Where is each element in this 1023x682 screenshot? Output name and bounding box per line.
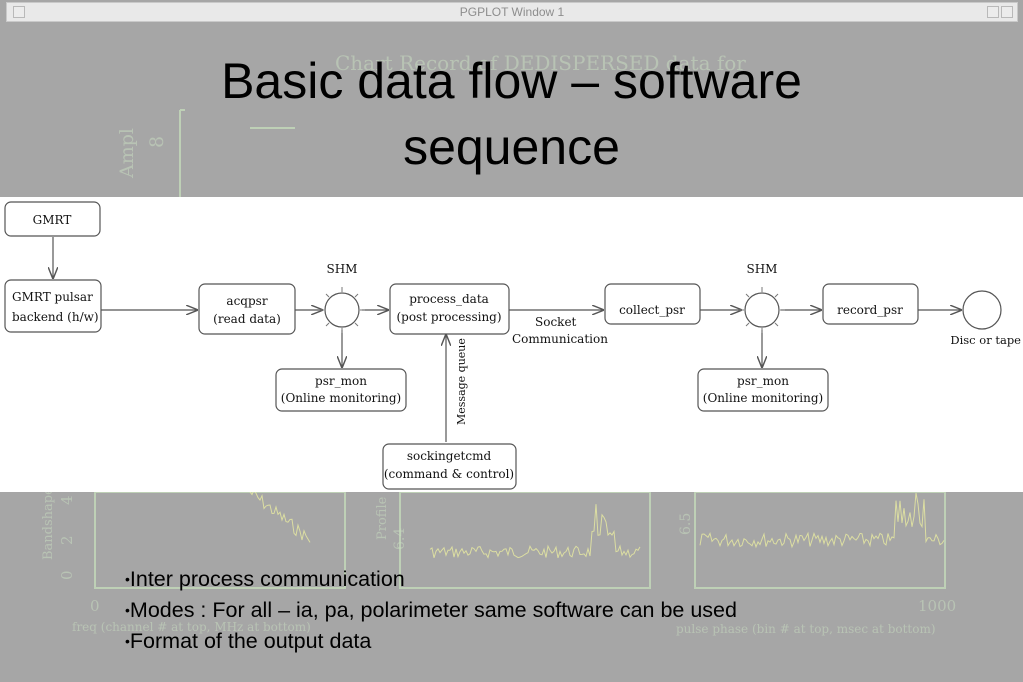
shm-left-node bbox=[319, 287, 365, 333]
gmrt-label: GMRT bbox=[33, 213, 72, 227]
bullet-list: •Inter process communication •Modes : Fo… bbox=[125, 564, 737, 657]
bg-ampl-tick: 8 bbox=[146, 136, 168, 148]
sockinget-label-2: (command & control) bbox=[384, 467, 514, 481]
sockinget-label-1: sockingetcmd bbox=[407, 449, 492, 463]
psrmon-right-label-2: (Online monitoring) bbox=[703, 391, 823, 405]
bg-profile-tick: 6.4 bbox=[392, 528, 408, 550]
socket-label-1: Socket bbox=[535, 315, 577, 329]
psrmon-left-label-1: psr_mon bbox=[315, 374, 367, 388]
bullet-text: Format of the output data bbox=[129, 629, 372, 653]
backend-box bbox=[4, 279, 102, 333]
profile2-trace bbox=[699, 492, 945, 549]
window-minimize-button[interactable] bbox=[987, 6, 999, 18]
psrmon-left-box bbox=[275, 368, 407, 412]
profile2-frame bbox=[694, 491, 946, 589]
bg-pulse-x-tick: 1000 bbox=[918, 597, 956, 615]
bg-profile2-tick: 6.5 bbox=[678, 513, 694, 535]
bullet-item: •Modes : For all – ia, pa, polarimeter s… bbox=[125, 595, 737, 626]
bullet-item: •Inter process communication bbox=[125, 564, 737, 595]
bg-chart-title: Chart Record of DEDISPERSED data for bbox=[335, 51, 746, 75]
slide-title-line-1: Basic data flow – software bbox=[221, 53, 802, 109]
backend-label-2: backend (h/w) bbox=[12, 310, 99, 324]
psrmon-right-box bbox=[697, 368, 829, 412]
bg-bandshape-label: Bandshape bbox=[41, 487, 56, 560]
bg-freq-xlabel: freq (channel # at top, MHz at bottom) bbox=[72, 620, 311, 634]
collect-label: collect_psr bbox=[619, 303, 685, 317]
pgplot-window-titlebar: PGPLOT Window 1 bbox=[6, 2, 1018, 22]
slide-title: Basic data flow – software sequence bbox=[0, 48, 1023, 180]
process-box bbox=[389, 283, 510, 335]
process-label-1: process_data bbox=[409, 292, 489, 306]
bandshape-frame bbox=[94, 491, 346, 589]
bg-bandshape-tick-4: 4 bbox=[58, 495, 76, 505]
bg-bandshape-tick-0: 0 bbox=[58, 570, 76, 580]
message-queue-label: Message queue bbox=[455, 338, 468, 425]
gmrt-box bbox=[4, 201, 101, 237]
bg-ampl-label: Ampl bbox=[116, 128, 138, 179]
bullet-item: •Format of the output data bbox=[125, 626, 737, 657]
psrmon-right-label-1: psr_mon bbox=[737, 374, 789, 388]
collect-box bbox=[604, 283, 701, 325]
bullet-text: Inter process communication bbox=[129, 567, 405, 591]
backend-label-1: GMRT pulsar bbox=[12, 290, 93, 304]
socket-label-2: Communication bbox=[512, 332, 608, 346]
sockinget-box bbox=[382, 443, 517, 490]
bg-pulse-xlabel: pulse phase (bin # at top, msec at botto… bbox=[676, 622, 936, 636]
shm-left-label: SHM bbox=[327, 262, 358, 276]
disc-node bbox=[962, 290, 1002, 330]
record-label: record_psr bbox=[837, 303, 903, 317]
bg-bandshape-tick-2: 2 bbox=[58, 535, 76, 545]
data-flow-diagram-svg: GMRT GMRT pulsar backend (h/w) acqpsr (r… bbox=[4, 201, 1021, 490]
window-close-button[interactable] bbox=[1001, 6, 1013, 18]
bullet-marker: • bbox=[125, 571, 130, 587]
record-box bbox=[822, 283, 919, 325]
bandshape-trace bbox=[249, 488, 311, 543]
bg-freq-x-tick: 0 bbox=[90, 597, 100, 615]
profile-trace bbox=[429, 504, 641, 559]
bg-profile-label: Profile bbox=[375, 496, 390, 540]
bullet-marker: • bbox=[125, 602, 130, 618]
acqpsr-box bbox=[198, 283, 296, 335]
profile-frame bbox=[399, 491, 651, 589]
data-flow-diagram: GMRT GMRT pulsar backend (h/w) acqpsr (r… bbox=[0, 197, 1023, 492]
acqpsr-label-1: acqpsr bbox=[226, 294, 267, 308]
bullet-text: Modes : For all – ia, pa, polarimeter sa… bbox=[129, 598, 737, 622]
shm-right-node bbox=[739, 287, 785, 333]
bullet-marker: • bbox=[125, 633, 130, 649]
acqpsr-label-2: (read data) bbox=[213, 312, 281, 326]
pgplot-window-title: PGPLOT Window 1 bbox=[459, 5, 565, 19]
slide-title-line-2: sequence bbox=[403, 119, 620, 175]
shm-right-label: SHM bbox=[747, 262, 778, 276]
disc-label: Disc or tape bbox=[950, 333, 1021, 347]
psrmon-left-label-2: (Online monitoring) bbox=[281, 391, 401, 405]
window-menu-button[interactable] bbox=[13, 6, 25, 18]
process-label-2: (post processing) bbox=[396, 310, 501, 324]
